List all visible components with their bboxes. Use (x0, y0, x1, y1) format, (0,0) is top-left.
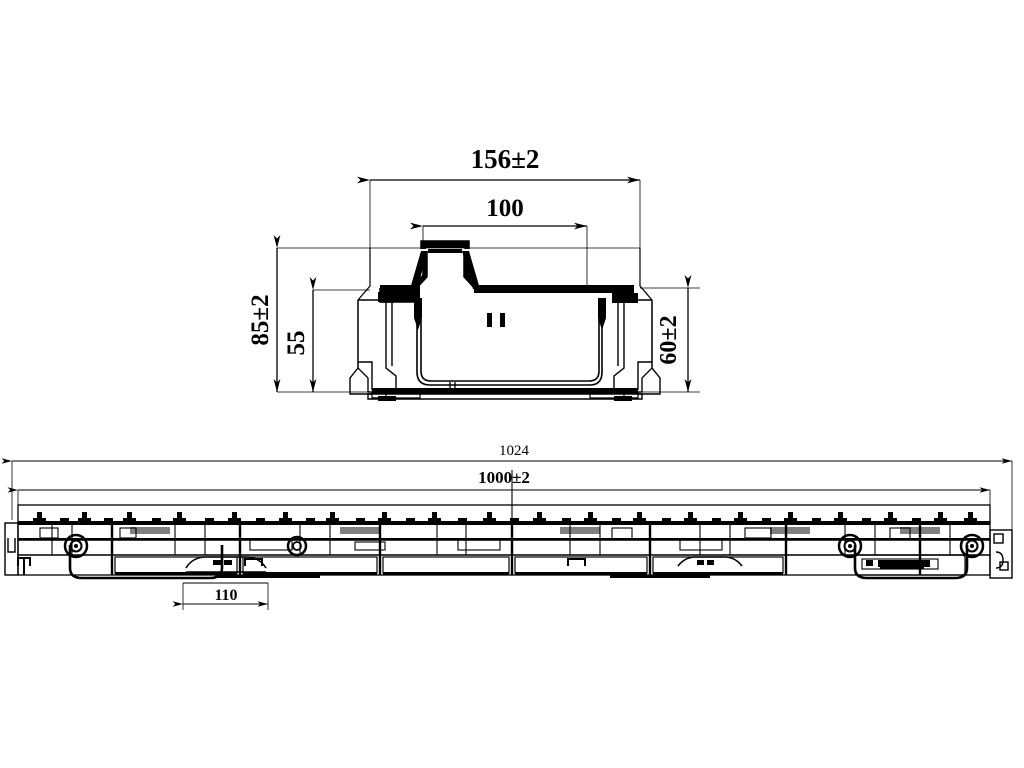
dimension-label-156: 156±2 (471, 144, 540, 174)
side-elevation-view: 1024 1000±2 (1, 443, 1013, 610)
section-inner-nibs (487, 313, 505, 327)
dimension-label-55: 55 (283, 331, 310, 356)
elevation-pockets (39, 527, 911, 551)
section-wall-hooks (414, 298, 606, 330)
elevation-outlet-saddle-right (677, 556, 743, 567)
elevation-top-rail (18, 521, 990, 541)
elevation-left-end-connector (4, 522, 19, 576)
molded-emblem (861, 558, 939, 570)
elevation-right-end-connector (989, 529, 1013, 579)
dimension-55: 55 (283, 277, 317, 392)
dimension-label-85: 85±2 (247, 294, 274, 345)
dimension-100: 100 (410, 195, 587, 230)
dimension-85: 85±2 (247, 235, 281, 392)
section-base-plate (367, 382, 643, 401)
dimension-label-1024: 1024 (499, 443, 530, 459)
section-extension-lines (277, 180, 700, 393)
section-side-ribs (385, 300, 625, 390)
dimension-label-1000: 1000±2 (478, 468, 530, 487)
cross-section-view: 156±2 100 85±2 55 60±2 (247, 144, 700, 401)
dimension-60: 60±2 (656, 275, 692, 392)
section-outer-flanges (349, 299, 661, 395)
dimension-label-110: 110 (214, 587, 237, 604)
section-deck-slab (378, 242, 638, 303)
elevation-top-tabs (33, 512, 977, 522)
section-inner-chamber (416, 302, 603, 386)
dimension-1024: 1024 (1, 443, 1013, 578)
dimension-110: 110 (172, 582, 269, 610)
dimension-label-100: 100 (486, 195, 524, 222)
dimension-label-60: 60±2 (656, 315, 682, 364)
elevation-bottom-edges (115, 572, 783, 578)
elevation-outlet-saddle (185, 556, 267, 573)
dimension-156: 156±2 (357, 144, 640, 184)
elevation-top-dots (60, 518, 921, 521)
